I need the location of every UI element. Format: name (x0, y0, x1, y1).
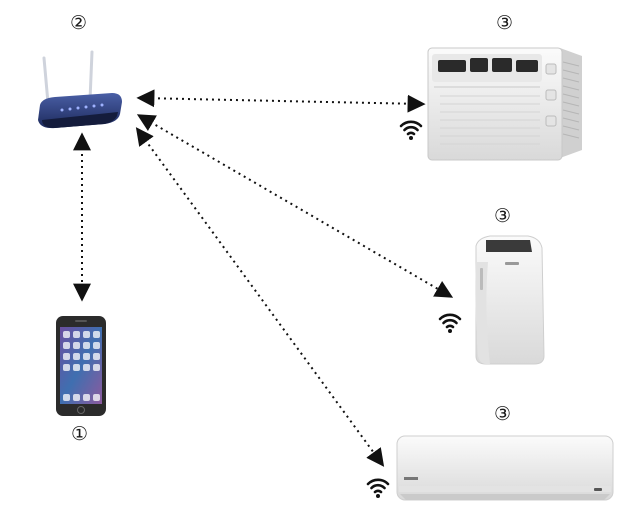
portable-ac-icon (475, 235, 545, 365)
window-ac-icon (427, 47, 582, 161)
label-split-ac: ③ (494, 403, 512, 425)
link-router-split-ac (135, 127, 385, 467)
label-router: ② (70, 12, 88, 34)
wifi-icon (438, 313, 462, 333)
label-window-ac: ③ (496, 12, 514, 34)
wifi-icon (399, 120, 423, 140)
wifi-icon (366, 478, 390, 498)
label-phone: ① (71, 423, 89, 445)
label-portable-ac: ③ (494, 205, 512, 227)
link-router-portable-ac (136, 114, 454, 298)
link-router-window-ac (136, 89, 426, 113)
smartphone-icon (56, 316, 106, 416)
router-icon (38, 50, 122, 129)
split-ac-icon (396, 435, 614, 501)
